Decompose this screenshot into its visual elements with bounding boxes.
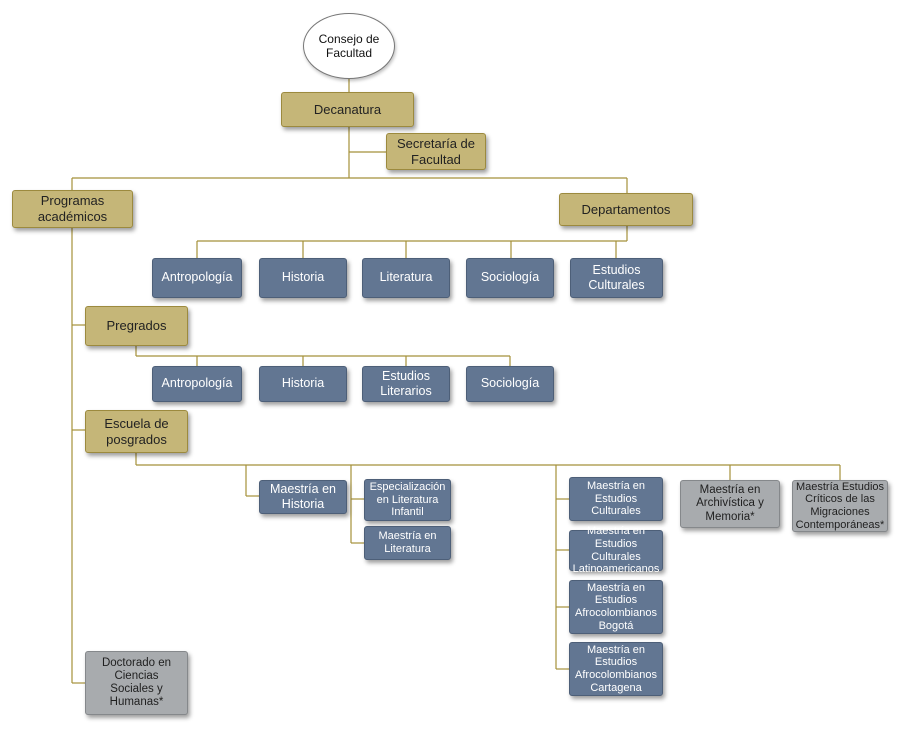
ma-literature-node: Maestría en Literatura xyxy=(364,526,451,560)
undergrad-literary-studies: Estudios Literarios xyxy=(362,366,450,402)
department-literature: Literatura xyxy=(362,258,450,298)
undergrad-node: Pregrados xyxy=(85,306,188,346)
graduate-school-node: Escuela de posgrados xyxy=(85,410,188,453)
department-sociology: Sociología xyxy=(466,258,554,298)
secretary-node: Secretaría de Facultad xyxy=(386,133,486,170)
undergrad-history: Historia xyxy=(259,366,347,402)
undergrad-sociology: Sociología xyxy=(466,366,554,402)
ma-afrocolombian-studies-cartagena-node: Maestría en Estudios Afrocolombianos Car… xyxy=(569,642,663,696)
ma-archival-memory-node: Maestría en Archivística y Memoria* xyxy=(680,480,780,528)
ma-history-node: Maestría en Historia xyxy=(259,480,347,514)
department-history: Historia xyxy=(259,258,347,298)
undergrad-anthropology: Antropología xyxy=(152,366,242,402)
doctorate-node: Doctorado en Ciencias Sociales y Humanas… xyxy=(85,651,188,715)
dean-office-node: Decanatura xyxy=(281,92,414,127)
ma-latin-american-cultural-studies-node: Maestría en Estudios Culturales Latinoam… xyxy=(569,525,663,575)
ma-afrocolombian-studies-bogota-node: Maestría en Estudios Afrocolombianos Bog… xyxy=(569,580,663,634)
department-cultural-studies: Estudios Culturales xyxy=(570,258,663,298)
ma-cultural-studies-node: Maestría en Estudios Culturales xyxy=(569,477,663,521)
ma-migration-studies-node: Maestría Estudios Críticos de las Migrac… xyxy=(792,480,888,532)
departments-node: Departamentos xyxy=(559,193,693,226)
academic-programs-node: Programas académicos xyxy=(12,190,133,228)
council-node: Consejo de Facultad xyxy=(303,13,395,79)
department-anthropology: Antropología xyxy=(152,258,242,298)
specialization-childrens-literature-node: Especialización en Literatura Infantil xyxy=(364,479,451,521)
